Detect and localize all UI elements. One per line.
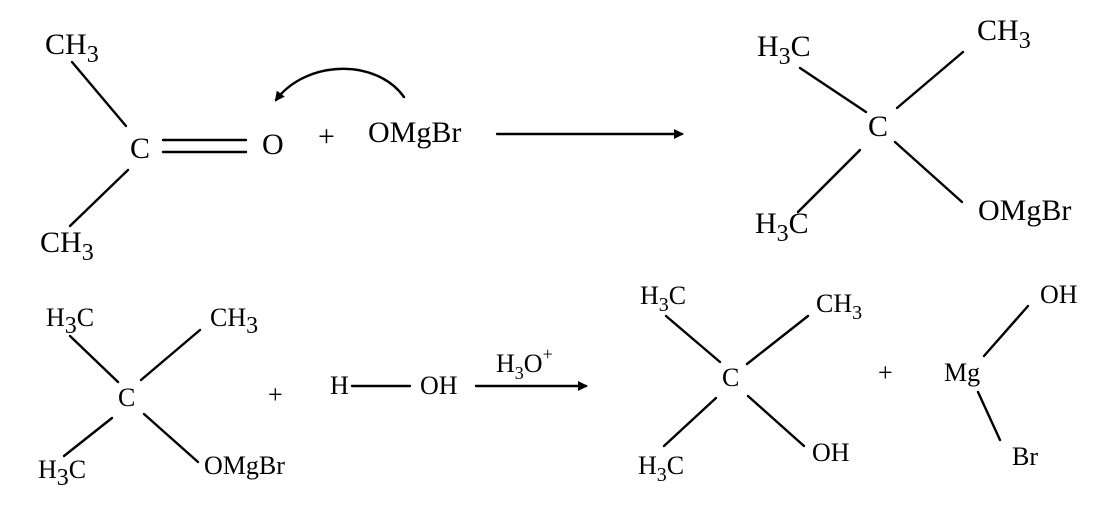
- reaction-1: CH3 C CH3 O + OMgBr H3C CH3 C H3C OMgBr: [40, 14, 1071, 266]
- magnesium-byproduct: OH Mg Br: [944, 280, 1078, 471]
- byproduct-hydroxyl: OH: [1040, 280, 1078, 309]
- acetone-carbonyl-carbon: C: [130, 132, 150, 165]
- alcohol-hydroxyl: OH: [812, 438, 850, 467]
- byproduct-bromine: Br: [1012, 442, 1038, 471]
- plus-sign-2: +: [268, 380, 283, 409]
- acetone-bottom-methyl: CH3: [40, 226, 94, 266]
- curved-electron-arrow: [274, 67, 406, 102]
- water-hydrogen: H: [330, 371, 349, 400]
- product-top-left-methyl: H3C: [757, 30, 811, 70]
- plus-sign-3: +: [878, 358, 893, 387]
- bond-product-top-right: [895, 50, 965, 110]
- plus-sign-1: +: [318, 120, 335, 153]
- bond-reactant-top-right: [139, 328, 202, 382]
- product-top-right-methyl: CH3: [977, 14, 1031, 54]
- reactant-bottom-left-methyl: H3C: [38, 455, 86, 491]
- bond-mg-br: [976, 390, 1002, 442]
- product-bottom-left-methyl: H3C: [755, 207, 809, 247]
- acid-condition-label: H3O+: [496, 344, 553, 383]
- acetone-molecule: CH3 C CH3 O: [40, 28, 284, 266]
- water-hydroxyl: OH: [420, 371, 458, 400]
- reagent-omgbr: OMgBr: [368, 116, 461, 149]
- bond-reactant-top-left: [68, 334, 120, 384]
- bond-reactant-bottom-right: [142, 412, 200, 464]
- alcohol-central-carbon: C: [722, 363, 739, 392]
- bond-mg-oh: [982, 304, 1030, 358]
- bond-reactant-bottom-left: [62, 416, 114, 458]
- product-central-carbon: C: [868, 110, 888, 143]
- alcohol-bottom-left-methyl: H3C: [638, 451, 684, 486]
- acetone-top-methyl: CH3: [45, 28, 99, 68]
- bond-alcohol-bottom-right: [746, 394, 806, 448]
- bond-alcohol-top-right: [745, 314, 810, 366]
- alkoxide-product: H3C CH3 C H3C OMgBr: [755, 14, 1071, 247]
- alkoxide-reactant: H3C CH3 C H3C OMgBr: [38, 303, 285, 491]
- reaction-2: H3C CH3 C H3C OMgBr + H OH H3O+ H3C CH3 …: [38, 280, 1078, 491]
- water-molecule: H OH: [330, 371, 458, 400]
- alcohol-product: H3C CH3 C H3C OH: [638, 281, 862, 486]
- alcohol-top-left-methyl: H3C: [640, 281, 686, 316]
- byproduct-magnesium: Mg: [944, 358, 980, 387]
- product-omgbr: OMgBr: [978, 194, 1071, 227]
- reactant-top-left-methyl: H3C: [46, 303, 94, 339]
- reactant-top-right-methyl: CH3: [210, 303, 258, 339]
- reactant-omgbr: OMgBr: [204, 451, 285, 480]
- bond-alcohol-top-left: [664, 314, 722, 364]
- bond-product-bottom-left: [796, 148, 862, 214]
- reactant-central-carbon: C: [118, 383, 135, 412]
- acetone-oxygen: O: [262, 128, 284, 161]
- bond-alcohol-bottom-left: [662, 396, 718, 448]
- bond-top-methyl: [70, 60, 128, 128]
- bond-product-top-left: [798, 66, 868, 114]
- alcohol-top-right-methyl: CH3: [816, 289, 862, 324]
- bond-bottom-methyl: [68, 168, 130, 228]
- bond-product-bottom-right: [893, 140, 964, 204]
